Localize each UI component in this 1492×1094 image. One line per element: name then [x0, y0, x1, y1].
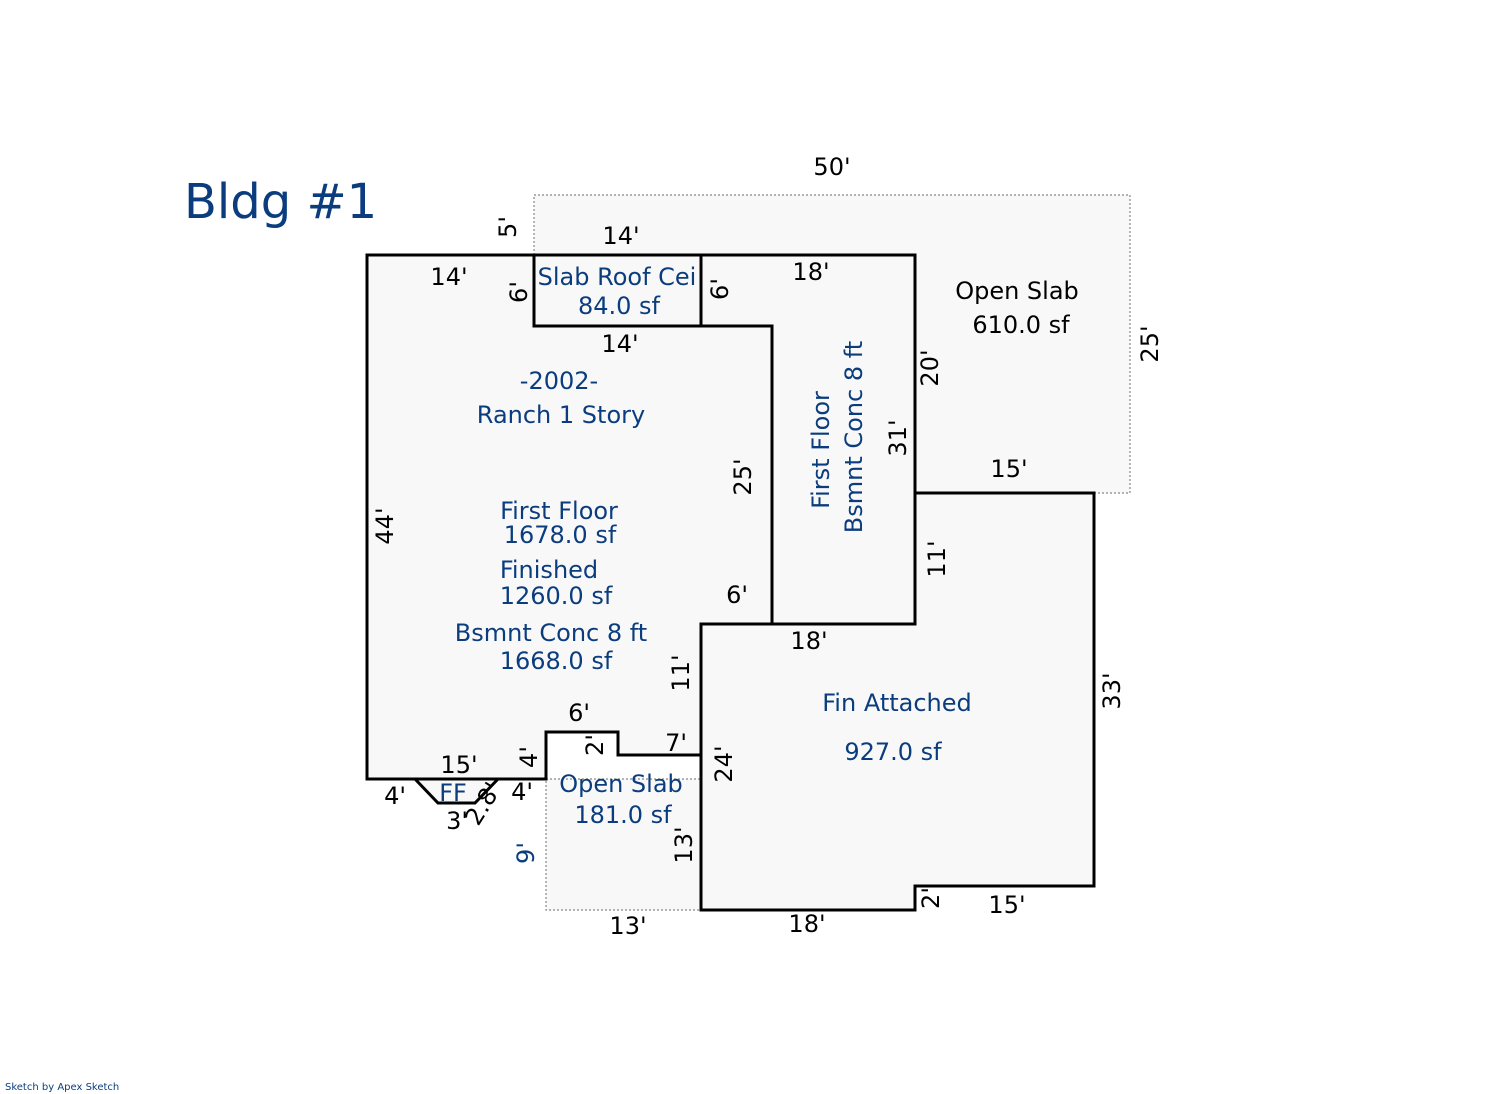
dim-right-25: 25'	[1136, 325, 1164, 362]
dim-slab-top-14: 14'	[602, 222, 639, 250]
dim-top-50: 50'	[813, 153, 850, 181]
dim-wing-20: 20'	[916, 349, 944, 386]
fin-attached-name: Fin Attached	[822, 689, 972, 717]
main-first-floor-area: 1678.0 sf	[504, 521, 617, 549]
dim-ff-4-left: 4'	[384, 782, 406, 810]
dim-5: 5'	[494, 216, 522, 238]
open-slab-top-name: Open Slab	[955, 277, 1079, 305]
slab-roof-name: Slab Roof Cei	[538, 263, 697, 291]
footer-credit: Sketch by Apex Sketch	[5, 1082, 119, 1093]
dim-fin-right-33: 33'	[1098, 672, 1126, 709]
open-slab-bottom-area: 181.0 sf	[574, 801, 672, 829]
ff-outline	[411, 777, 502, 805]
dim-notch-2: 2'	[581, 734, 609, 756]
dim-notch-6: 6'	[568, 699, 590, 727]
dim-wing-top-18: 18'	[792, 258, 829, 286]
slab-roof-area: 84.0 sf	[578, 292, 661, 320]
open-slab-top-area: 610.0 sf	[972, 311, 1070, 339]
open-slab-bottom-outline	[545, 778, 702, 911]
dim-main-11: 11'	[667, 654, 695, 691]
dim-fin-2: 2'	[917, 887, 945, 909]
main-finished: Finished	[500, 556, 598, 584]
dim-wing-bottom-18: 18'	[790, 627, 827, 655]
dim-slab-bottom-13: 13'	[609, 912, 646, 940]
dim-slab-right-6: 6'	[706, 278, 734, 300]
main-finished-area: 1260.0 sf	[500, 582, 613, 610]
main-bsmnt-area: 1668.0 sf	[500, 647, 613, 675]
dim-ff-3: 3'	[446, 807, 468, 835]
main-bsmnt: Bsmnt Conc 8 ft	[455, 619, 647, 647]
dim-fin-24: 24'	[710, 745, 738, 782]
dim-main-top-14: 14'	[430, 263, 467, 291]
dim-wing-31: 31'	[884, 419, 912, 456]
dim-slab-left-6: 6'	[505, 281, 533, 303]
fin-attached-area: 927.0 sf	[844, 738, 942, 766]
dim-main-bottom-15: 15'	[440, 751, 477, 779]
dim-notch-4: 4'	[515, 746, 543, 768]
dim-fin-11: 11'	[923, 540, 951, 577]
main-year: -2002-	[520, 367, 598, 395]
dim-fin-top-15: 15'	[990, 455, 1027, 483]
dim-fin-bottom-18: 18'	[788, 910, 825, 938]
dim-fin-bottom-15: 15'	[988, 891, 1025, 919]
dim-ff-4-right: 4'	[511, 778, 533, 806]
dim-slab-bottom-14: 14'	[601, 330, 638, 358]
wing-label-1: First Floor	[807, 391, 835, 509]
fin-attached-outline	[699, 491, 1096, 912]
dim-left-44: 44'	[371, 507, 399, 544]
dim-fin-13: 13'	[670, 826, 698, 863]
main-style: Ranch 1 Story	[477, 401, 645, 429]
main-first-floor: First Floor	[500, 497, 618, 525]
ff-label: FF	[439, 779, 467, 807]
open-slab-bottom-name: Open Slab	[559, 770, 683, 798]
building-title: Bldg #1	[184, 174, 377, 230]
dim-step-6: 6'	[726, 581, 748, 609]
dim-inner-25: 25'	[729, 458, 757, 495]
dim-slab-9: 9'	[512, 842, 540, 864]
dim-notch-7: 7'	[665, 729, 687, 757]
wing-label-2: Bsmnt Conc 8 ft	[840, 341, 868, 533]
